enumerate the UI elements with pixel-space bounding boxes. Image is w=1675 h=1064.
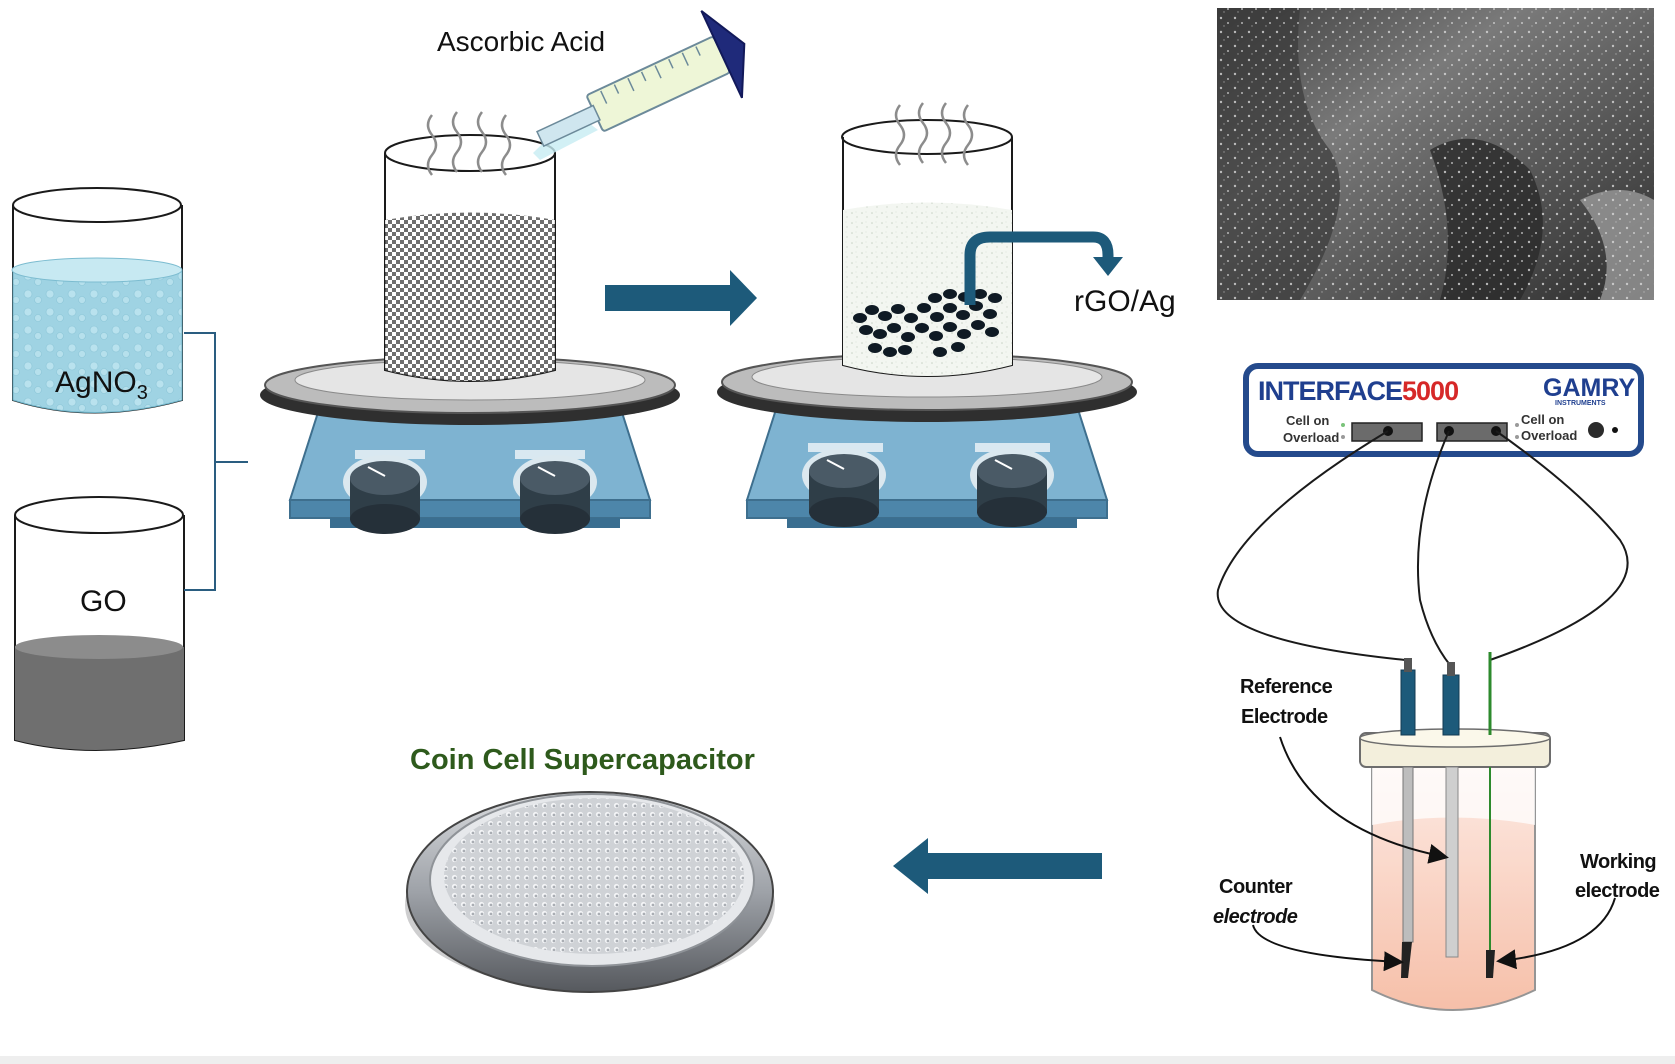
syringe-scale	[600, 46, 701, 104]
working-electrode-label-1: Working	[1580, 851, 1657, 873]
potentiostat-right-status-1: Cell on	[1521, 412, 1565, 427]
counter-electrode-label-2: electrode	[1213, 906, 1298, 928]
counter-electrode-label-1: Counter	[1219, 876, 1293, 898]
electrode-callouts	[1252, 736, 1616, 972]
rgo-ag-out-arrowhead	[1093, 257, 1123, 276]
reaction-beaker-2	[841, 102, 1013, 377]
coin-cell	[405, 791, 775, 993]
arrow-to-reduction	[605, 270, 757, 326]
go-label: GO	[80, 585, 127, 618]
potentiostat-model-prefix: INTERFACE	[1258, 376, 1403, 406]
rgo-ag-label: rGO/Ag	[1074, 285, 1176, 318]
potentiostat-model-number: 5000	[1402, 376, 1459, 406]
sem-micrograph	[1217, 8, 1654, 300]
bottom-strip	[0, 1056, 1675, 1064]
potentiostat-right-status-2: Overload	[1521, 428, 1578, 443]
steam-1	[426, 111, 512, 176]
rgo-ag-out-arrow	[964, 231, 1114, 305]
potentiostat-left-status-2: Overload	[1283, 430, 1340, 445]
potentiostat-model: INTERFACE5000	[1258, 376, 1459, 407]
go-beaker	[14, 496, 185, 751]
agno3-label-subscript: 3	[136, 382, 148, 404]
working-electrode-label-2: electrode	[1575, 880, 1660, 902]
hotplate-1-knob-left	[343, 455, 427, 534]
hotplate-1	[260, 356, 680, 534]
reference-electrode-label-1: Reference	[1240, 676, 1333, 698]
gamry-potentiostat	[1243, 363, 1644, 457]
reference-electrode-label-2: Electrode	[1241, 706, 1328, 728]
agno3-label-main: AgNO	[55, 366, 137, 399]
ascorbic-acid-label: Ascorbic Acid	[437, 26, 606, 57]
potentiostat-left-status-1: Cell on	[1286, 413, 1330, 428]
potentiostat-brand: GAMRY	[1543, 374, 1636, 402]
steam-2	[894, 102, 974, 166]
electrode-cables	[1216, 430, 1629, 666]
reaction-beaker-1	[384, 111, 556, 382]
coin-cell-title: Coin Cell Supercapacitor	[410, 744, 755, 776]
agno3-beaker	[11, 187, 183, 414]
hotplate-2-knob-left	[802, 448, 886, 527]
arrow-to-coin-cell	[893, 838, 1102, 894]
rgo-ag-particles	[853, 289, 1002, 357]
hotplate-1-knob-right	[513, 455, 597, 534]
potentiostat-brand-sub: INSTRUMENTS	[1555, 400, 1606, 407]
three-electrode-cell	[1359, 652, 1551, 1011]
mixing-bracket	[184, 332, 248, 591]
hotplate-2	[717, 353, 1137, 528]
agno3-label: AgNO3	[55, 366, 148, 405]
hotplate-2-knob-right	[970, 448, 1054, 527]
ascorbic-acid-syringe	[533, 10, 746, 160]
